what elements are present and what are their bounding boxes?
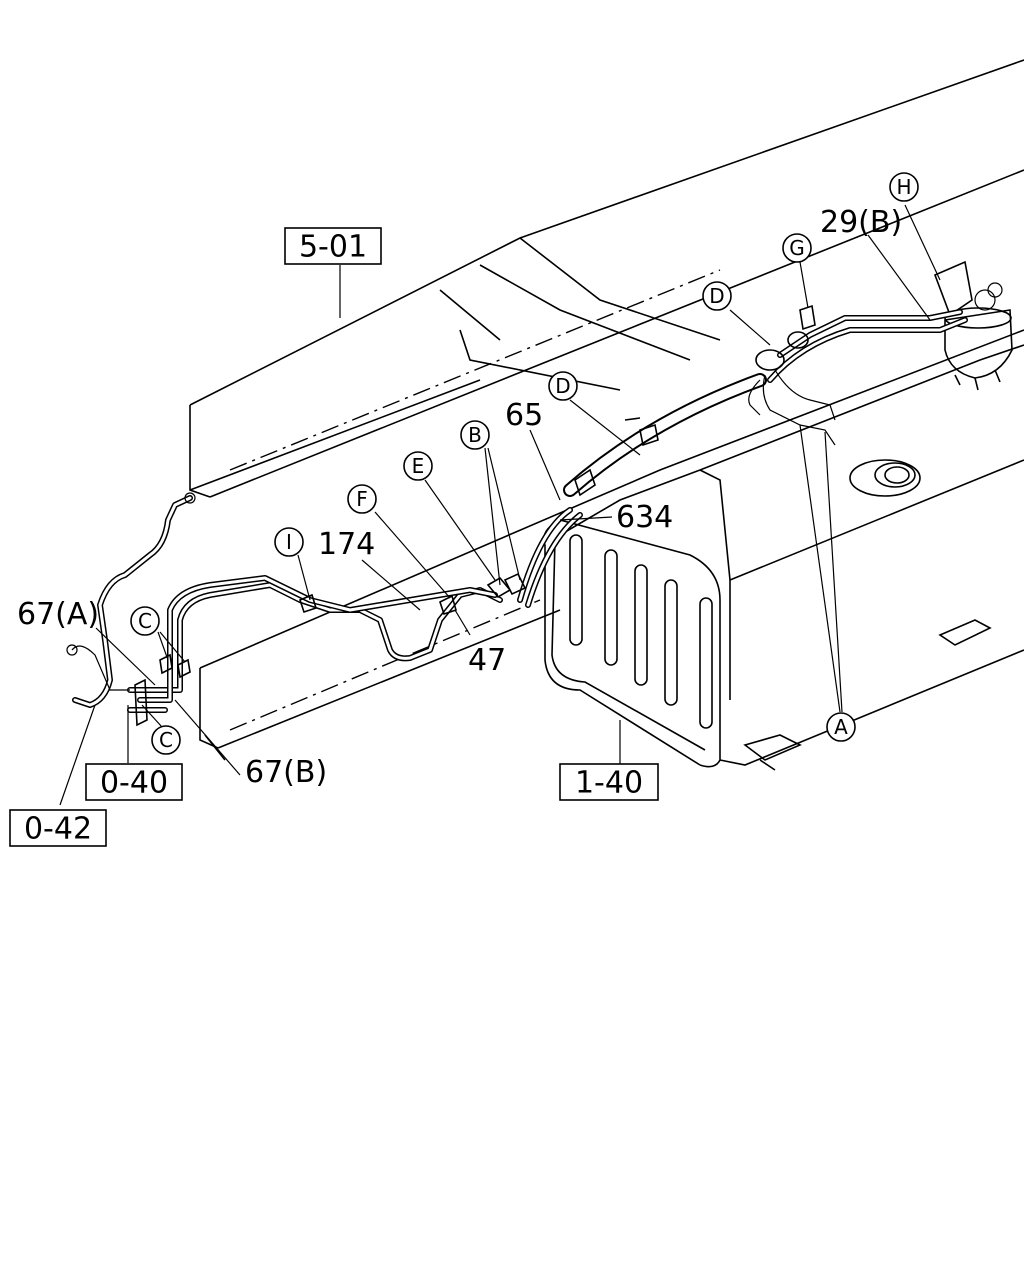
leader-lines [59,204,941,806]
callout-g[interactable]: G [782,233,812,263]
callout-g-letter: G [789,236,805,260]
part-label-174: 174 [318,527,375,562]
callout-e[interactable]: E [403,451,433,481]
ref-label-0-42: 0-42 [24,812,92,847]
callout-d-lower-letter: D [555,374,570,398]
fuel-filter [933,260,1013,391]
ref-label-0-40: 0-40 [100,766,168,801]
callout-a[interactable]: A [826,712,856,742]
part-label-634: 634 [616,500,673,535]
callout-h-letter: H [896,175,911,199]
part-label-67a: 67(A) [17,597,99,632]
lower-frame-rail [199,329,1024,761]
callout-c-lower[interactable]: C [151,725,181,755]
callout-c-lower-letter: C [159,728,173,752]
fuel-hose [563,373,767,497]
fuel-tank [543,344,1024,771]
fuel-pipes [66,304,968,727]
ref-label-5-01: 5-01 [299,230,367,265]
callout-c-upper[interactable]: C [130,606,160,636]
ref-label-1-40: 1-40 [575,766,643,801]
callout-a-letter: A [834,715,848,739]
ref-box-5-01[interactable]: 5-01 [284,227,382,265]
ref-box-1-40[interactable]: 1-40 [559,763,659,801]
frame-rail [189,59,1024,498]
callout-f-letter: F [356,487,368,511]
callout-d-upper[interactable]: D [702,281,732,311]
part-label-47: 47 [468,643,506,678]
callout-c-upper-letter: C [138,609,152,633]
part-label-67b: 67(B) [245,755,327,790]
ref-box-0-42[interactable]: 0-42 [9,809,107,847]
part-label-65: 65 [505,398,543,433]
callout-e-letter: E [412,454,425,478]
callout-i-letter: I [286,530,292,554]
ref-box-0-40[interactable]: 0-40 [85,763,183,801]
part-label-29b: 29(B) [820,205,902,240]
callout-b[interactable]: B [460,420,490,450]
callout-h[interactable]: H [889,172,919,202]
callout-f[interactable]: F [347,484,377,514]
callout-b-letter: B [468,423,482,447]
callout-d-upper-letter: D [709,284,724,308]
callout-i[interactable]: I [274,527,304,557]
callout-d-lower[interactable]: D [548,371,578,401]
